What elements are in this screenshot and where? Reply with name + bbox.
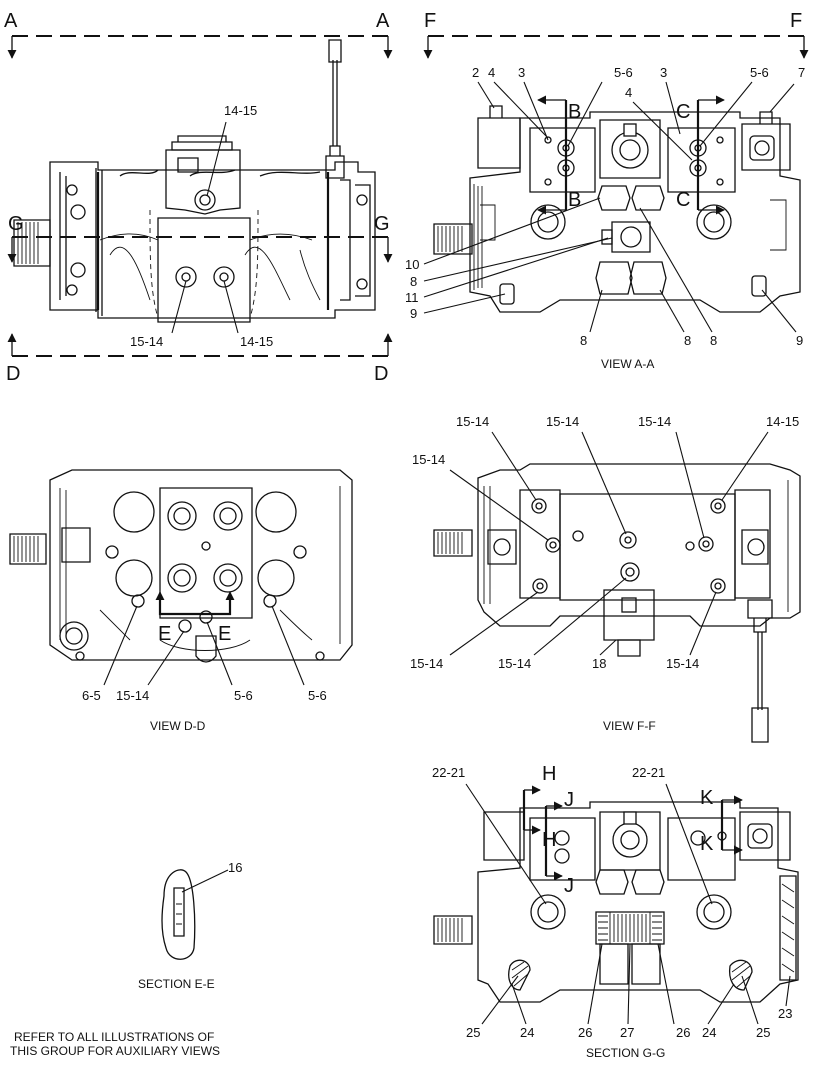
- callout-4b: 4: [625, 85, 632, 100]
- callout-15-14-d: 15-14: [116, 688, 149, 703]
- section-letter-f-right: F: [790, 10, 802, 32]
- section-letter-f-left: F: [424, 10, 436, 32]
- section-g-callouts: 22-21 22-21 23 25 24 26 27 26 24 25 SECT…: [432, 765, 792, 1060]
- section-letter-h-bottom: H: [542, 829, 556, 851]
- section-line-a: A A: [4, 10, 393, 59]
- callout-26-right: 26: [676, 1025, 690, 1040]
- callout-15-14-bottom: 15-14: [130, 334, 163, 349]
- section-letter-c-bottom: C: [676, 189, 690, 211]
- caption-view-d-d: VIEW D-D: [150, 719, 206, 733]
- callout-7: 7: [798, 65, 805, 80]
- view-f-callouts: 15-14 15-14 15-14 14-15 15-14 15-14 15-1…: [410, 414, 799, 733]
- section-letter-a-left: A: [4, 10, 18, 32]
- view-d-d: E E 6-5 15-14 5-6 5-6 VIEW D-D: [9, 469, 353, 733]
- caption-section-g-g: SECTION G-G: [586, 1046, 665, 1060]
- section-e-e: 16 SECTION E-E: [138, 860, 242, 991]
- view-f-f: 15-14 15-14 15-14 14-15 15-14 15-14 15-1…: [410, 414, 801, 743]
- callout-23: 23: [778, 1006, 792, 1021]
- callout-24-right: 24: [702, 1025, 716, 1040]
- section-line-c: C C: [676, 95, 725, 215]
- callout-5-6-d1: 5-6: [234, 688, 253, 703]
- caption-view-a-a: VIEW A-A: [601, 357, 654, 371]
- callout-22-21-right: 22-21: [632, 765, 665, 780]
- callout-f-b4: 15-14: [666, 656, 699, 671]
- section-letter-h-top: H: [542, 763, 556, 785]
- callout-10: 10: [405, 257, 419, 272]
- section-line-h: H H: [522, 763, 556, 851]
- section-line-j: J J: [544, 789, 574, 897]
- section-line-k: K K: [700, 787, 743, 855]
- callout-3b: 3: [660, 65, 667, 80]
- callout-5-6b: 5-6: [750, 65, 769, 80]
- callout-5-6-d2: 5-6: [308, 688, 327, 703]
- callout-2: 2: [472, 65, 479, 80]
- callout-9a: 9: [410, 306, 417, 321]
- section-letter-e-right: E: [218, 623, 231, 645]
- callout-f-t4: 14-15: [766, 414, 799, 429]
- view-a-a: F F: [405, 10, 809, 371]
- section-letter-b-top: B: [568, 101, 581, 123]
- callout-f-t5: 15-14: [412, 452, 445, 467]
- callout-3a: 3: [518, 65, 525, 80]
- footnote: REFER TO ALL ILLUSTRATIONS OF THIS GROUP…: [10, 1030, 220, 1058]
- footnote-line-2: THIS GROUP FOR AUXILIARY VIEWS: [10, 1044, 220, 1058]
- caption-section-e-e: SECTION E-E: [138, 977, 215, 991]
- callout-24-left: 24: [520, 1025, 534, 1040]
- callout-8c: 8: [684, 333, 691, 348]
- section-letter-j-bottom: J: [564, 875, 574, 897]
- callout-14-15-bottom: 14-15: [240, 334, 273, 349]
- view-a-callouts: 2 4 3 5-6 3 5-6 7 4 10 8 11 9 8: [405, 65, 805, 371]
- section-line-b: B B: [537, 95, 581, 215]
- section-line-f: F F: [423, 10, 809, 59]
- section-line-g: G G: [7, 213, 393, 263]
- callout-16: 16: [228, 860, 242, 875]
- section-letter-d-left: D: [6, 363, 20, 385]
- callout-f-b3: 18: [592, 656, 606, 671]
- section-letter-b-bottom: B: [568, 189, 581, 211]
- section-line-e: E E: [155, 591, 235, 645]
- callout-f-b2: 15-14: [498, 656, 531, 671]
- callout-4a: 4: [488, 65, 495, 80]
- section-letter-k-bottom: K: [700, 833, 714, 855]
- side-view-callouts: 14-15 15-14 14-15: [130, 103, 273, 349]
- section-letter-a-right: A: [376, 10, 390, 32]
- callout-f-t1: 15-14: [456, 414, 489, 429]
- section-letter-d-right: D: [374, 363, 388, 385]
- footnote-line-1: REFER TO ALL ILLUSTRATIONS OF: [14, 1030, 214, 1044]
- callout-26-left: 26: [578, 1025, 592, 1040]
- callout-8d: 8: [710, 333, 717, 348]
- callout-14-15-top: 14-15: [224, 103, 257, 118]
- callout-27: 27: [620, 1025, 634, 1040]
- section-letter-c-top: C: [676, 101, 690, 123]
- callout-f-t3: 15-14: [638, 414, 671, 429]
- callout-25-left: 25: [466, 1025, 480, 1040]
- section-letter-g-right: G: [374, 213, 390, 235]
- section-letter-j-top: J: [564, 789, 574, 811]
- view-d-callouts: 6-5 15-14 5-6 5-6 VIEW D-D: [82, 605, 327, 733]
- callout-f-b1: 15-14: [410, 656, 443, 671]
- callout-9b: 9: [796, 333, 803, 348]
- section-letter-g-left: G: [8, 213, 24, 235]
- section-line-d: D D: [6, 333, 393, 385]
- top-left-side-view: A A D D: [4, 10, 393, 385]
- section-letter-k-top: K: [700, 787, 714, 809]
- callout-11: 11: [405, 290, 419, 305]
- caption-view-f-f: VIEW F-F: [603, 719, 656, 733]
- callout-5-6a: 5-6: [614, 65, 633, 80]
- callout-8a: 8: [410, 274, 417, 289]
- pump-body-side: [13, 39, 376, 323]
- callout-8b: 8: [580, 333, 587, 348]
- callout-6-5: 6-5: [82, 688, 101, 703]
- section-letter-e-left: E: [158, 623, 171, 645]
- callout-25-right: 25: [756, 1025, 770, 1040]
- section-g-g: H H J J K K 22-21 22-21 23 25 24: [432, 763, 799, 1060]
- callout-22-21-left: 22-21: [432, 765, 465, 780]
- callout-f-t2: 15-14: [546, 414, 579, 429]
